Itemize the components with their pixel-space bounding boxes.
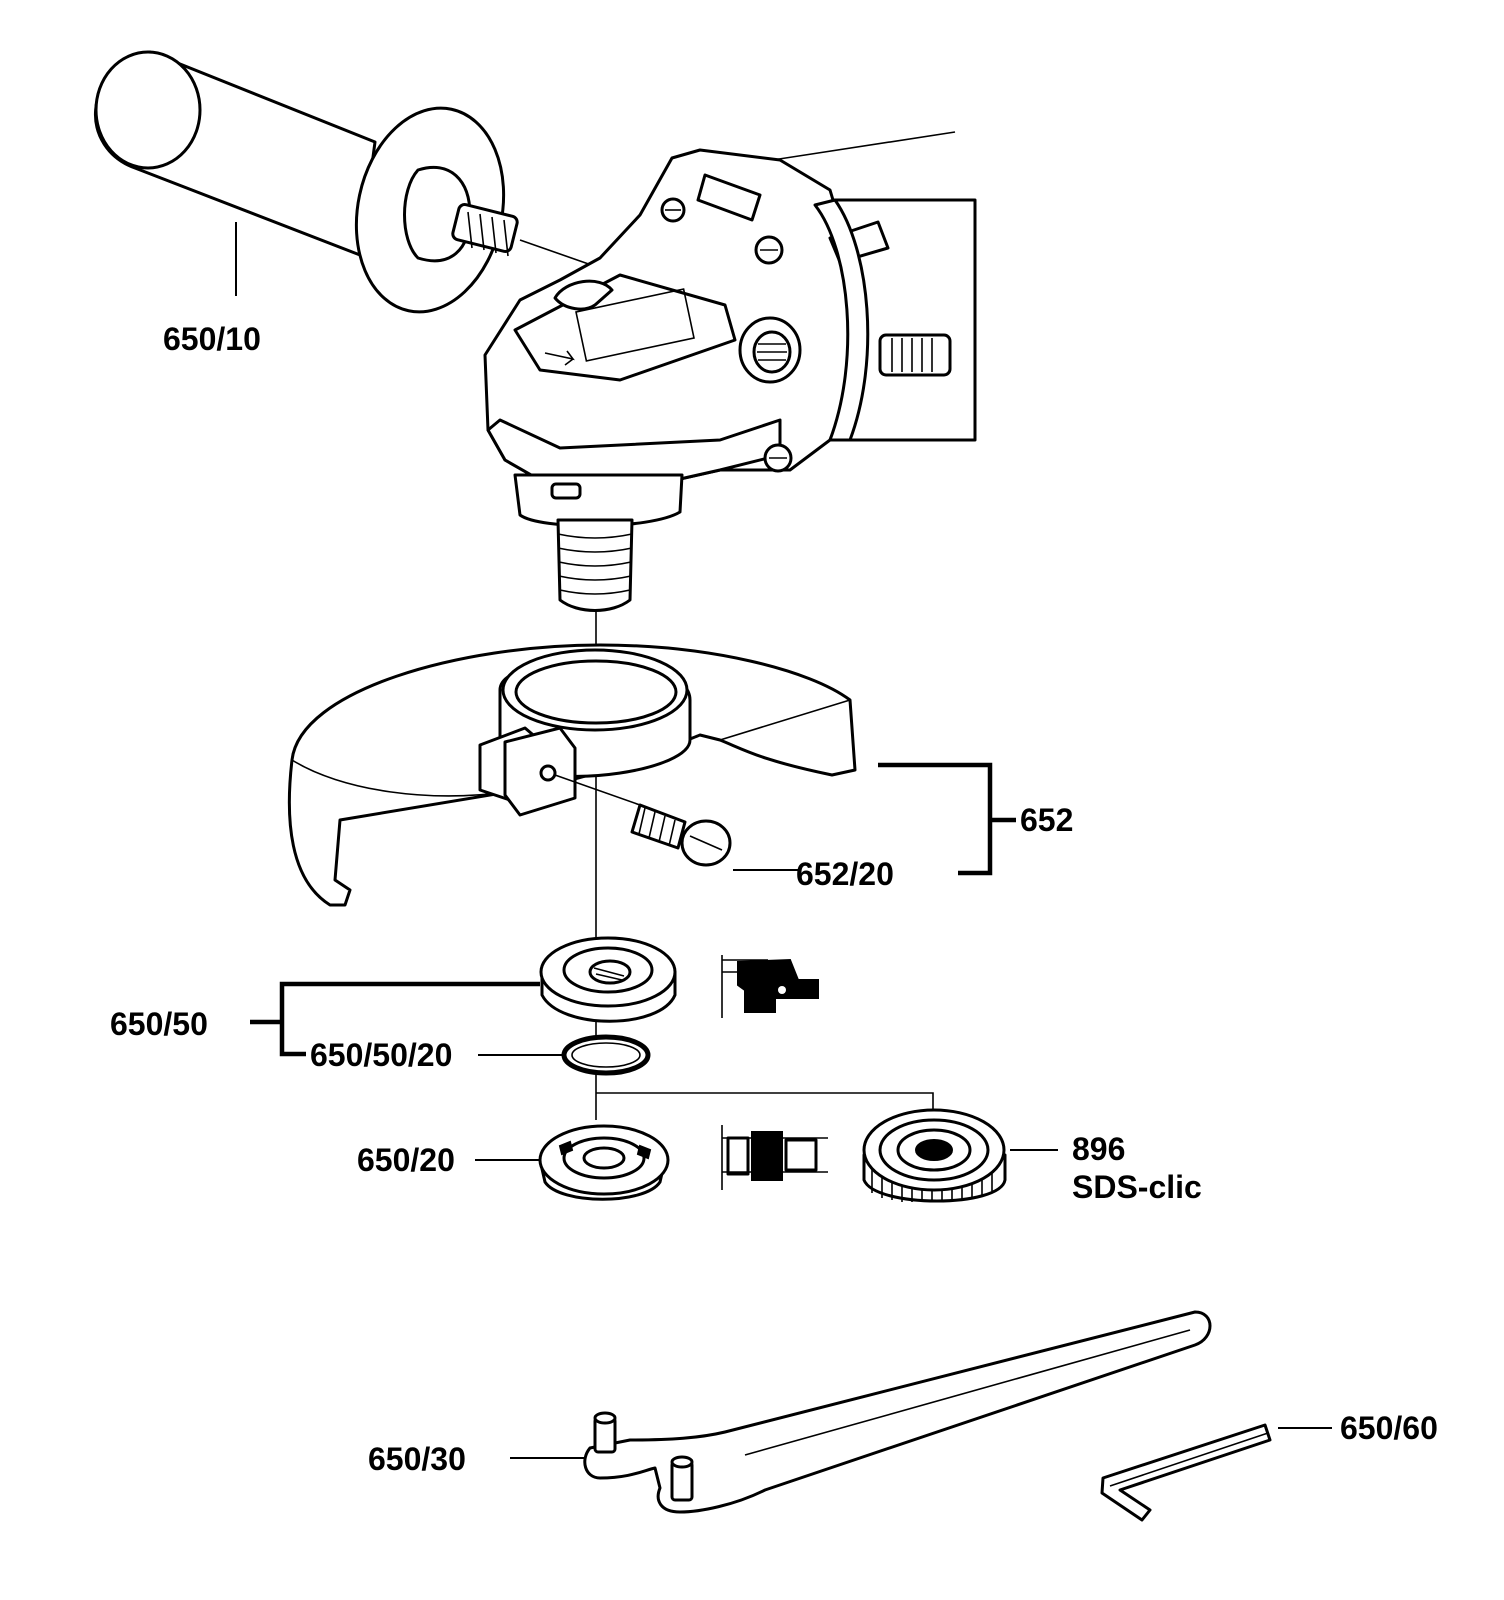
label-quick-nut-number: 896 [1072,1131,1126,1167]
pin-spanner [510,1310,1212,1514]
label-wheel-guard: 652 [1020,802,1074,838]
flange-section-view [721,955,819,1018]
label-hex-key: 650/60 [1340,1410,1438,1446]
label-side-handle: 650/10 [163,321,261,357]
label-pin-spanner: 650/30 [368,1441,466,1477]
label-o-ring: 650/50/20 [310,1037,453,1073]
guard-screw [554,774,800,871]
guard-bracket [878,762,1016,876]
mounting-flange [539,936,677,1023]
label-clamping-nut: 650/20 [357,1142,455,1178]
flange-bracket [250,981,540,1057]
label-flange-assembly: 650/50 [110,1006,208,1042]
label-quick-nut-name: SDS-clic [1072,1169,1202,1205]
gear-head-housing [483,131,977,612]
hex-key [1100,1423,1332,1522]
clamping-nut [475,1124,670,1201]
nut-section-view [721,1125,828,1190]
label-guard-screw: 652/20 [796,856,894,892]
o-ring [478,1034,651,1076]
side-handle [93,50,519,314]
wheel-guard [287,643,857,907]
sds-clic-quick-nut [862,1108,1058,1203]
